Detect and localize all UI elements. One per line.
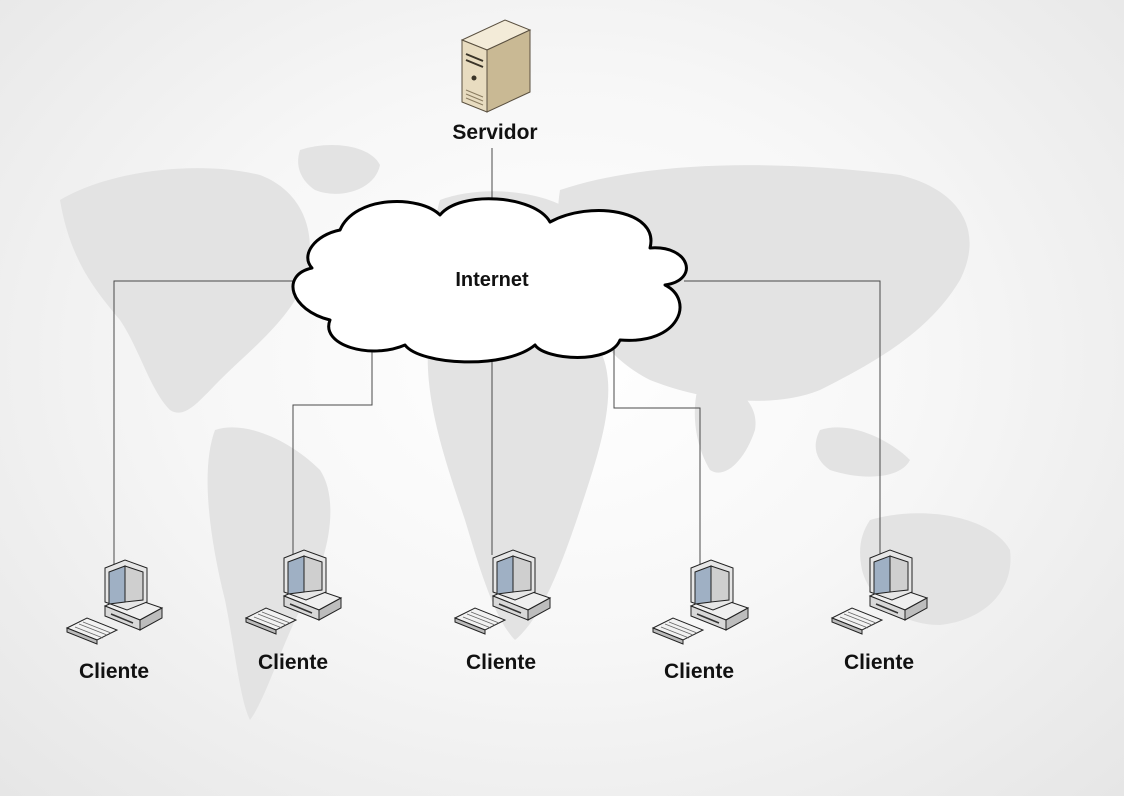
client-label-2: Cliente (257, 651, 329, 674)
map-south-america (207, 427, 331, 720)
map-greenland (298, 145, 380, 194)
client-label-3: Cliente (465, 651, 537, 674)
cloud-icon (291, 197, 688, 364)
client-computer-icon-2 (245, 549, 342, 635)
map-india (694, 380, 756, 473)
map-asia (558, 165, 970, 401)
client-computer-icon-4 (652, 559, 749, 645)
client-link-5 (684, 280, 881, 555)
server-tower-icon (460, 19, 532, 113)
map-north-america (60, 168, 310, 413)
map-islands (815, 427, 910, 477)
client-label-1: Cliente (78, 660, 150, 683)
client-link-2 (292, 352, 373, 555)
client-computer-icon-5 (831, 549, 928, 635)
map-africa (427, 319, 609, 640)
client-computer-icon-1 (66, 559, 163, 645)
client-link-4 (613, 348, 701, 565)
client-computer-icon-3 (454, 549, 551, 635)
client-link-1 (113, 280, 300, 565)
client-label-5: Cliente (843, 651, 915, 674)
server-label: Servidor (452, 121, 538, 144)
client-label-4: Cliente (663, 660, 735, 683)
internet-label: Internet (455, 269, 529, 291)
